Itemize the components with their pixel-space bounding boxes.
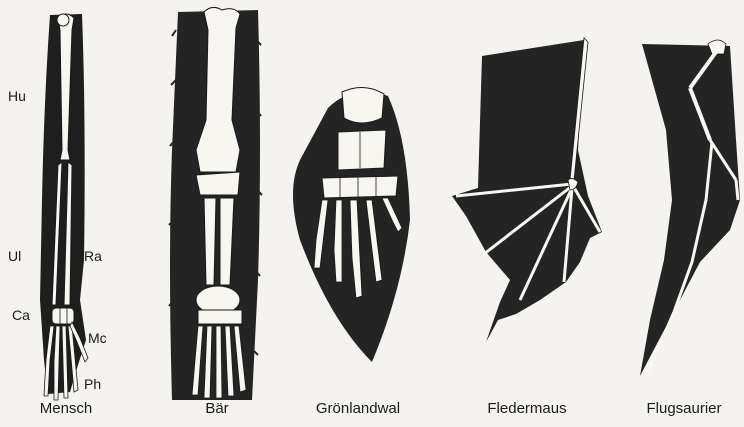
caption-flugsaurier: Flugsaurier — [646, 400, 721, 417]
bear-leg — [169, 7, 262, 400]
human-arm — [40, 14, 88, 400]
caption-baer: Bär — [205, 400, 228, 417]
caption-groenlandwal: Grönlandwal — [316, 400, 400, 417]
label-humerus: Hu — [8, 88, 26, 104]
pterosaur-wing — [640, 40, 740, 376]
whale-flipper — [293, 87, 410, 362]
bat-wing — [452, 38, 602, 342]
label-carpus: Ca — [12, 307, 30, 323]
caption-fledermaus: Fledermaus — [487, 400, 566, 417]
label-metacarpus: Mc — [88, 330, 107, 346]
label-phalanges: Ph — [84, 376, 101, 392]
label-radius: Ra — [84, 248, 102, 264]
label-ulna: Ul — [8, 248, 21, 264]
caption-mensch: Mensch — [40, 400, 93, 417]
